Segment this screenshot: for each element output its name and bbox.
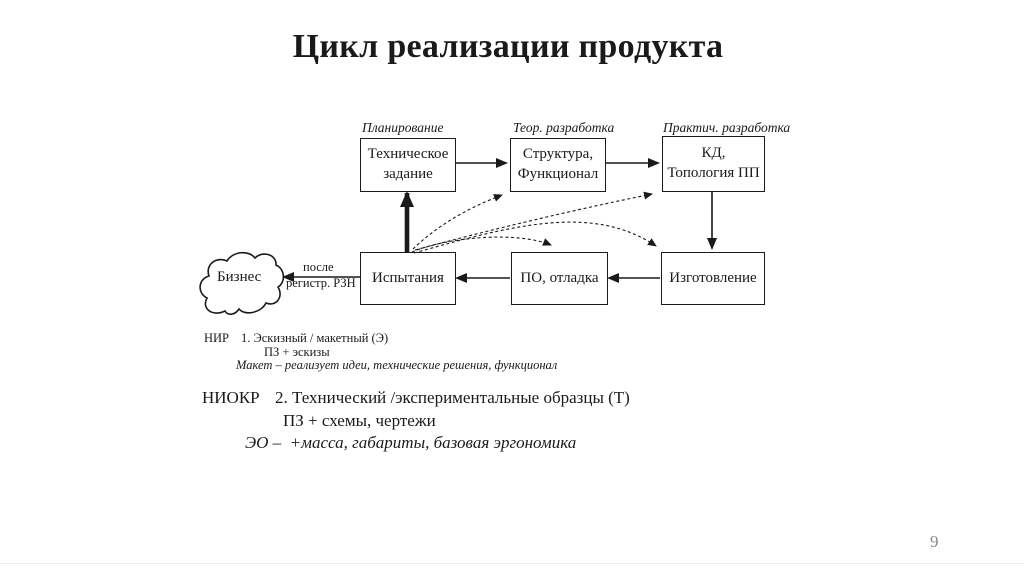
box-technical-task: Техническое задание <box>360 138 456 192</box>
note-niokr-line2: ПЗ + схемы, чертежи <box>283 411 436 430</box>
release-label-bottom: регистр. РЗН <box>286 276 356 290</box>
box-structure-functional: Структура, Функционал <box>510 138 606 192</box>
note-nir-line1: 1. Эскизный / макетный (Э) <box>241 331 389 345</box>
dashed-arrow-testing-to-manufacturing <box>413 221 657 254</box>
stage-label-planning: Планирование <box>362 120 444 135</box>
box-manufacturing: Изготовление <box>661 252 765 305</box>
slide-title: Цикл реализации продукта <box>292 28 724 65</box>
note-niokr-line3: ЭО – +масса, габариты, базовая эргономик… <box>245 433 577 452</box>
dashed-arrow-testing-to-kd <box>414 191 653 251</box>
slide-bottom-edge <box>0 563 1024 564</box>
box-testing: Испытания <box>360 252 456 305</box>
note-niokr-line1: 2. Технический /экспериментальные образц… <box>275 388 630 407</box>
dashed-arrow-testing-to-software <box>411 236 552 253</box>
note-nir-line3: Макет – реализует идеи, технические реше… <box>236 358 558 372</box>
business-cloud-label: Бизнес <box>217 269 262 285</box>
box-software-debug: ПО, отладка <box>511 252 608 305</box>
stage-label-practical-development: Практич. разработка <box>663 120 791 135</box>
page-number: 9 <box>930 532 939 551</box>
box-kd-topology: КД, Топология ПП <box>662 136 765 192</box>
note-nir-tag: НИР <box>204 331 230 345</box>
stage-label-theoretical-development: Теор. разработка <box>513 120 615 135</box>
release-label-top: после <box>303 260 334 274</box>
business-cloud-shape <box>199 251 285 315</box>
note-nir-line2: ПЗ + эскизы <box>264 345 330 359</box>
note-niokr-tag: НИОКР <box>202 388 260 407</box>
